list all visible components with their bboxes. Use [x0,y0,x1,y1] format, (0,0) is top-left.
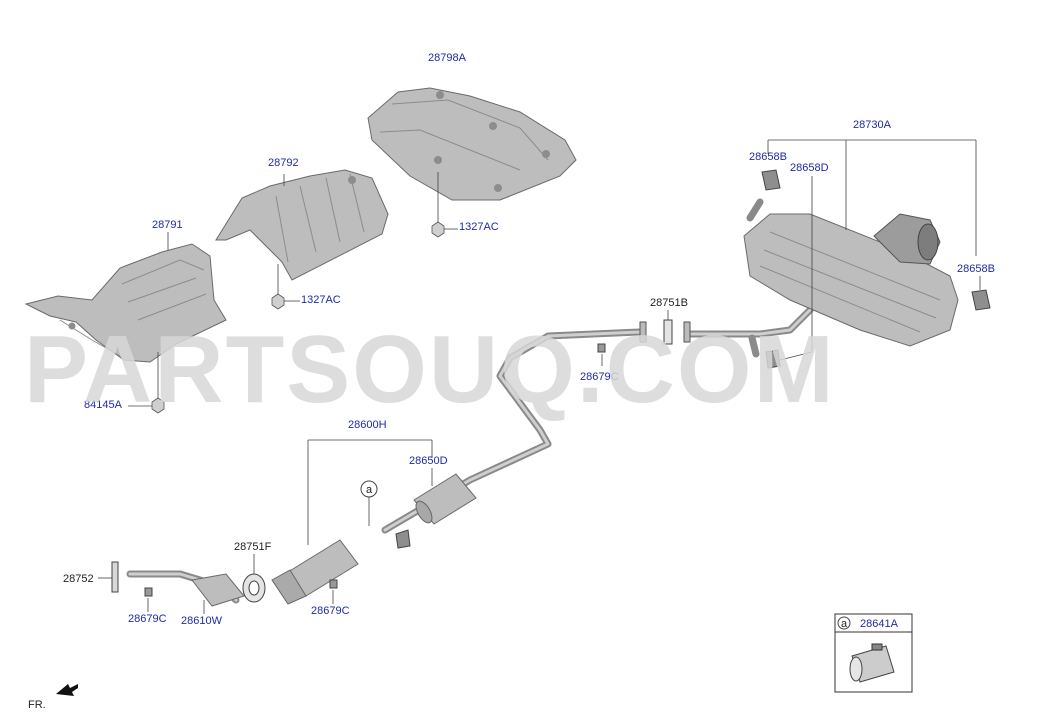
nut-84145a[interactable] [151,397,165,414]
label-28600h: 28600H [348,419,387,431]
resonator[interactable] [413,473,477,525]
ref-circle-a-inset: a [841,618,848,630]
flange-center-left [639,321,691,343]
label-28792: 28792 [268,157,299,169]
label-28752: 28752 [63,573,94,585]
hanger-28658b-left[interactable] [761,169,781,191]
label-28610w: 28610W [181,615,223,627]
watermark: PARTSOUQ.COM [24,316,836,423]
label-28791: 28791 [152,219,183,231]
label-28751b: 28751B [650,297,688,309]
bolt-28679c-front[interactable] [144,587,153,597]
front-arrow-icon [56,684,78,696]
gasket-28751f[interactable] [242,573,266,603]
label-28658b-right: 28658B [957,263,995,275]
label-28679c-front: 28679C [128,613,167,625]
label-28798a: 28798A [428,52,467,64]
label-84145a: 84145A [84,399,123,411]
heat-protector-28798a[interactable] [367,87,577,201]
nut-1327ac-middle[interactable] [271,293,285,310]
label-28751f: 28751F [234,541,272,553]
label-28650d: 28650D [409,455,448,467]
heat-protector-28791[interactable] [24,243,227,363]
label-28658b-left: 28658B [749,151,787,163]
hanger-28658b-right[interactable] [971,289,991,311]
label-28679c-cat: 28679C [311,605,350,617]
gasket-28752[interactable] [111,561,119,593]
heat-protector-28792[interactable] [215,169,389,281]
ref-circle-a-main: a [360,480,378,498]
hanger-rubber-28650d[interactable] [395,529,411,549]
hanger-28658d[interactable] [765,349,781,369]
label-1327ac-middle: 1327AC [301,294,341,306]
catalytic-converter[interactable] [271,539,359,605]
label-28641a: 28641A [860,618,899,630]
clamp-28641a[interactable] [849,643,895,683]
label-28658d: 28658D [790,162,829,174]
center-pipe[interactable] [381,306,814,534]
bolt-28679c-cat[interactable] [329,579,338,589]
label-28679c-center: 28679C [580,371,619,383]
direction-label: FR. [28,699,46,711]
label-28730a: 28730A [853,119,892,131]
nut-1327ac-upper[interactable] [431,221,445,238]
svg-text:a: a [366,484,373,496]
front-pipe-28610w[interactable] [126,570,245,607]
muffler-28730a[interactable] [743,213,959,347]
bolt-28679c-center[interactable] [597,343,606,353]
label-1327ac-upper: 1327AC [459,221,499,233]
